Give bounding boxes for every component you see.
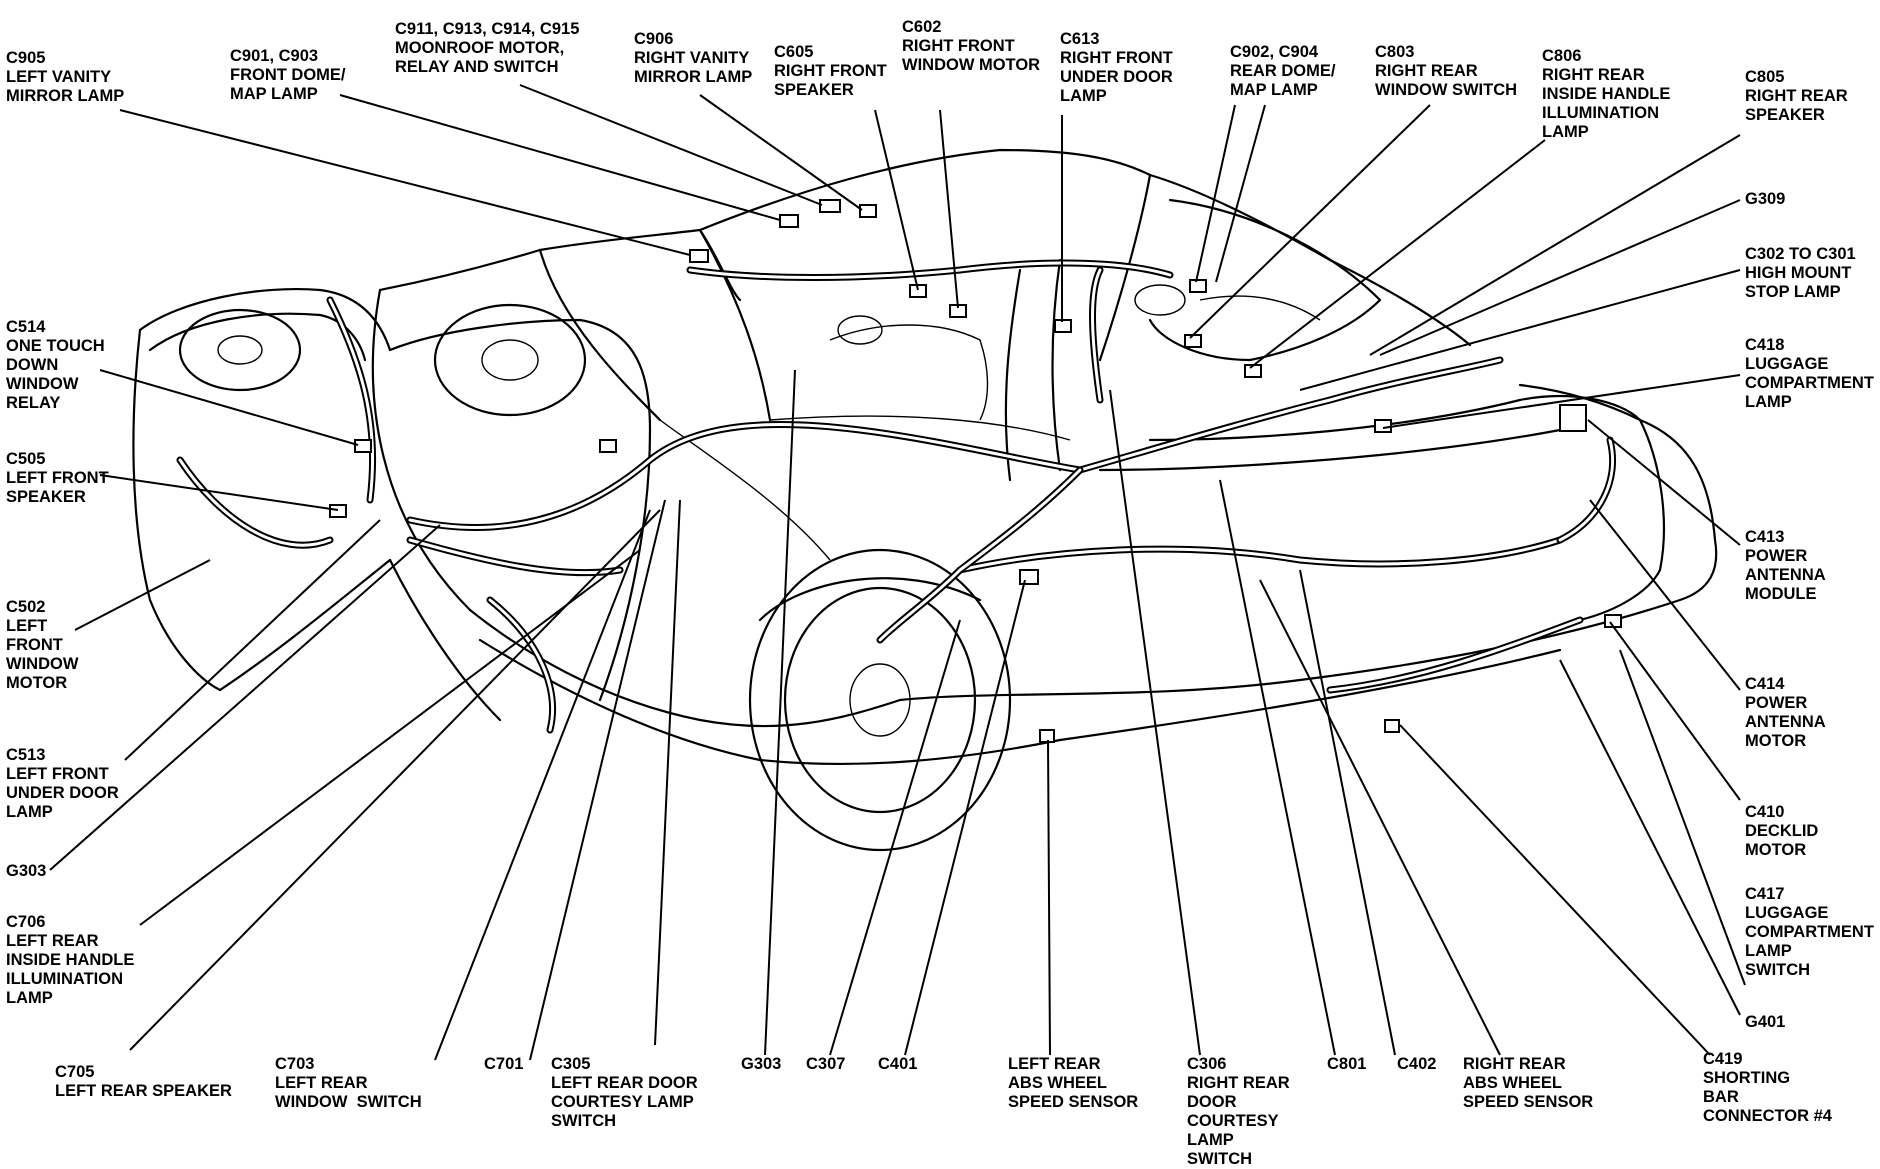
- callout-c902: C902, C904 REAR DOME/ MAP LAMP: [1230, 43, 1336, 99]
- callout-c602: C602 RIGHT FRONT WINDOW MOTOR: [902, 18, 1041, 74]
- callout-c513: C513 LEFT FRONT UNDER DOOR LAMP: [6, 746, 119, 821]
- connector-c418: [1374, 419, 1392, 433]
- callout-c305: C305 LEFT REAR DOOR COURTESY LAMP SWITCH: [551, 1055, 698, 1130]
- connector-c911: [819, 199, 841, 213]
- callout-c911: C911, C913, C914, C915 MOONROOF MOTOR, R…: [395, 20, 580, 76]
- callout-c302: C302 TO C301 HIGH MOUNT STOP LAMP: [1745, 245, 1856, 301]
- callout-c605: C605 RIGHT FRONT SPEAKER: [774, 43, 887, 99]
- leader-lines: [49, 84, 1746, 1061]
- connector-c505: [329, 504, 347, 518]
- callout-c701: C701: [484, 1055, 524, 1073]
- callout-c418: C418 LUGGAGE COMPARTMENT LAMP: [1745, 336, 1874, 411]
- connector-c305: [599, 439, 617, 453]
- callout-c706: C706 LEFT REAR INSIDE HANDLE ILLUMINATIO…: [6, 913, 135, 1007]
- callout-c502: C502 LEFT FRONT WINDOW MOTOR: [6, 598, 79, 692]
- callout-rr-abs: RIGHT REAR ABS WHEEL SPEED SENSOR: [1463, 1055, 1594, 1111]
- connector-rr-abs: [1384, 719, 1400, 733]
- callout-c906: C906 RIGHT VANITY MIRROR LAMP: [634, 30, 753, 86]
- callout-c419: C419 SHORTING BAR CONNECTOR #4: [1703, 1050, 1832, 1125]
- connector-c401: [1019, 569, 1039, 585]
- wiring-harness: [176, 259, 1617, 734]
- callout-c803: C803 RIGHT REAR WINDOW SWITCH: [1375, 43, 1518, 99]
- connector-c803: [1184, 334, 1202, 348]
- callout-c514: C514 ONE TOUCH DOWN WINDOW RELAY: [6, 318, 105, 412]
- callout-c801: C801: [1327, 1055, 1367, 1073]
- connector-c514: [354, 439, 372, 453]
- connector-c905: [689, 249, 709, 263]
- callout-c505: C505 LEFT FRONT SPEAKER: [6, 450, 109, 506]
- callout-c805: C805 RIGHT REAR SPEAKER: [1745, 68, 1848, 124]
- callout-c417: C417 LUGGAGE COMPARTMENT LAMP SWITCH: [1745, 885, 1874, 979]
- callout-c401: C401: [878, 1055, 918, 1073]
- callout-c703: C703 LEFT REAR WINDOW SWITCH: [275, 1055, 422, 1111]
- callout-g303-left: G303: [6, 862, 47, 880]
- connector-lr-abs: [1039, 729, 1055, 743]
- callout-c307: C307: [806, 1055, 846, 1073]
- callout-c613: C613 RIGHT FRONT UNDER DOOR LAMP: [1060, 30, 1173, 105]
- callout-g303-bottom: G303: [741, 1055, 782, 1073]
- callout-c905: C905 LEFT VANITY MIRROR LAMP: [6, 49, 125, 105]
- callout-g401: G401: [1745, 1013, 1786, 1031]
- callout-g309: G309: [1745, 190, 1786, 208]
- callout-c413: C413 POWER ANTENNA MODULE: [1745, 528, 1826, 603]
- connector-c413: [1559, 404, 1587, 432]
- callout-c410: C410 DECKLID MOTOR: [1745, 803, 1819, 859]
- connector-c902: [1189, 279, 1207, 293]
- connector-c906: [859, 204, 877, 218]
- callout-c901: C901, C903 FRONT DOME/ MAP LAMP: [230, 47, 346, 103]
- callout-c705: C705 LEFT REAR SPEAKER: [55, 1063, 232, 1100]
- callout-lr-abs: LEFT REAR ABS WHEEL SPEED SENSOR: [1008, 1055, 1139, 1111]
- connector-c901: [779, 214, 799, 228]
- callout-c306: C306 RIGHT REAR DOOR COURTESY LAMP SWITC…: [1187, 1055, 1290, 1168]
- callout-c414: C414 POWER ANTENNA MOTOR: [1745, 675, 1826, 750]
- callout-c402: C402: [1397, 1055, 1437, 1073]
- callout-c806: C806 RIGHT REAR INSIDE HANDLE ILLUMINATI…: [1542, 47, 1671, 141]
- connector-c605: [909, 284, 927, 298]
